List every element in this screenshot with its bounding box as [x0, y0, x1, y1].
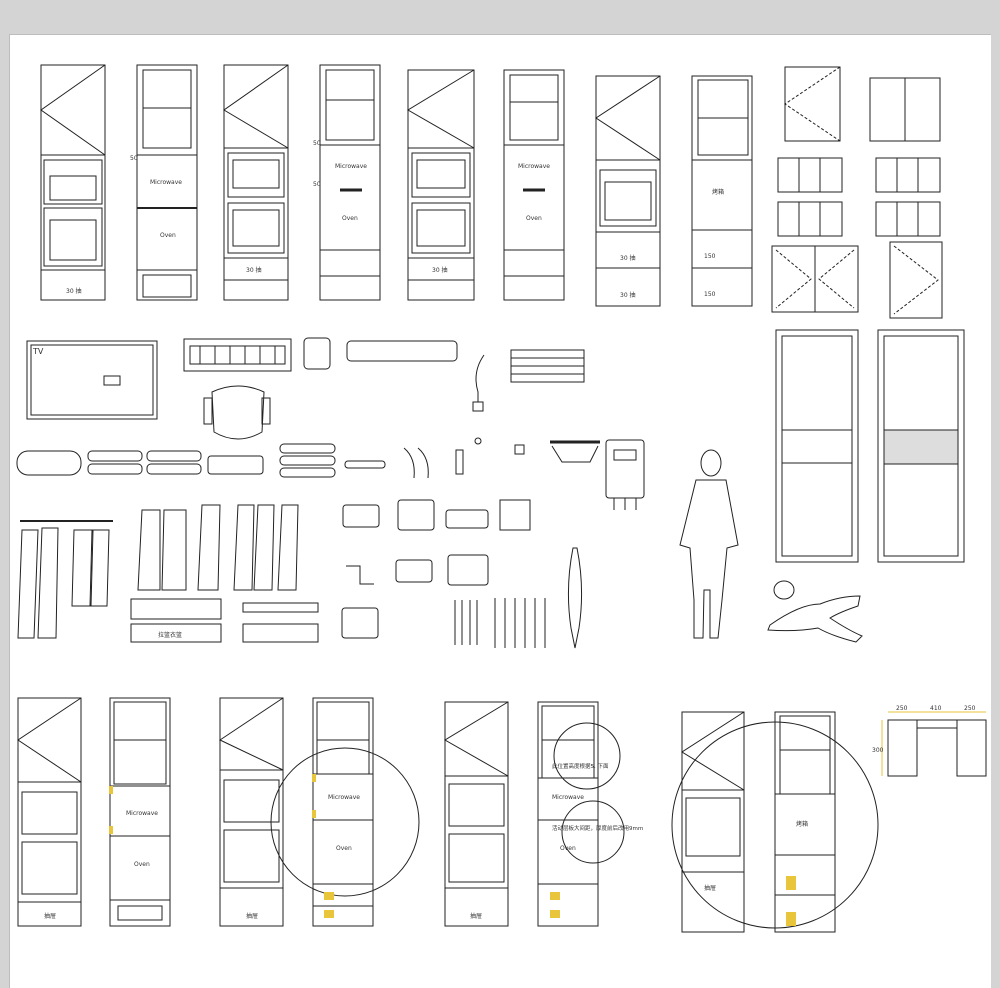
water-heater-icon	[550, 439, 645, 510]
tall-cabinet-7: 30 抽 30 抽	[595, 75, 661, 307]
microwave-label: Microwave	[150, 179, 182, 186]
tall-cabinet-4: Microwave Oven 50 50	[313, 64, 381, 301]
tall-cabinet-5: 30 抽	[407, 69, 475, 301]
folded-items	[16, 443, 525, 479]
note-shelf: 活动层板大间距，厚度前后改用9mm	[552, 824, 643, 832]
svg-text:烤箱: 烤箱	[796, 820, 808, 828]
svg-text:30 抽: 30 抽	[620, 291, 636, 299]
svg-text:拉篮衣篮: 拉篮衣篮	[158, 631, 182, 639]
detail-cabinet-8: 烤箱	[671, 711, 879, 933]
svg-text:烤箱: 烤箱	[712, 188, 724, 196]
folded-shirts	[341, 499, 531, 639]
ties-and-umbrella	[454, 547, 583, 649]
detail-cabinet-2: Microwave Oven	[109, 697, 171, 927]
cable-switch	[472, 354, 485, 445]
svg-text:50: 50	[313, 140, 321, 147]
tv-block: TV	[26, 340, 158, 420]
note-height: 此位置高度根据5. 下面	[552, 762, 609, 770]
svg-text:抽屉: 抽屉	[470, 912, 482, 920]
detail-cabinet-1: 抽屉	[17, 697, 82, 927]
svg-text:250: 250	[964, 705, 976, 712]
tall-cabinet-2: Microwave Oven 50	[130, 64, 198, 301]
svg-text:30 抽: 30 抽	[246, 266, 262, 274]
oven-label: Oven	[160, 232, 176, 239]
svg-text:150: 150	[704, 291, 716, 298]
svg-text:Microwave: Microwave	[552, 794, 584, 801]
svg-text:Oven: Oven	[336, 845, 352, 852]
door-panels	[771, 66, 943, 319]
svg-text:50: 50	[130, 155, 138, 162]
detail-cabinet-3: 抽屉	[218, 697, 284, 927]
svg-text:30 抽: 30 抽	[620, 254, 636, 262]
air-conditioner-icon	[183, 337, 585, 383]
detail-cabinet-7: 抽屉	[681, 711, 745, 933]
svg-text:Microwave: Microwave	[335, 163, 367, 170]
svg-text:30 抽: 30 抽	[66, 287, 82, 295]
wardrobe-elevations	[775, 329, 965, 563]
tall-cabinet-8: 烤箱 150 150	[691, 75, 753, 307]
svg-text:Microwave: Microwave	[518, 163, 550, 170]
svg-text:50: 50	[313, 181, 321, 188]
umbrella-icon	[567, 547, 583, 649]
tall-cabinet-3: 30 抽	[223, 64, 289, 301]
chair	[203, 385, 271, 440]
reclining-person-icon	[767, 580, 863, 643]
detail-cabinet-5: 抽屉	[444, 701, 509, 927]
tv-label: TV	[32, 347, 44, 356]
detail-cabinet-4: Microwave Oven	[270, 697, 420, 927]
svg-text:抽屉: 抽屉	[704, 884, 716, 892]
svg-text:30 抽: 30 抽	[432, 266, 448, 274]
svg-text:Oven: Oven	[342, 215, 358, 222]
detail-cabinet-6: Microwave Oven 此位置高度根据5. 下面 活动层板大间距，厚度前后…	[537, 701, 643, 927]
svg-text:Microwave: Microwave	[126, 810, 158, 817]
baskets: 拉篮衣篮	[130, 565, 374, 643]
svg-text:Microwave: Microwave	[328, 794, 360, 801]
svg-text:300: 300	[872, 747, 884, 754]
svg-text:250: 250	[896, 705, 908, 712]
tall-cabinet-1: 30 抽	[40, 64, 106, 301]
svg-text:410: 410	[930, 705, 942, 712]
svg-text:抽屉: 抽屉	[44, 912, 56, 920]
svg-text:150: 150	[704, 253, 716, 260]
svg-text:抽屉: 抽屉	[246, 912, 258, 920]
tall-cabinet-6: Microwave Oven	[503, 69, 565, 301]
hanging-clothes	[17, 504, 299, 639]
desk-plan-dimensions: 250 410 250 300	[872, 705, 987, 777]
standing-man-icon	[679, 449, 739, 639]
svg-text:Oven: Oven	[560, 845, 576, 852]
svg-text:Oven: Oven	[526, 215, 542, 222]
svg-text:Oven: Oven	[134, 861, 150, 868]
